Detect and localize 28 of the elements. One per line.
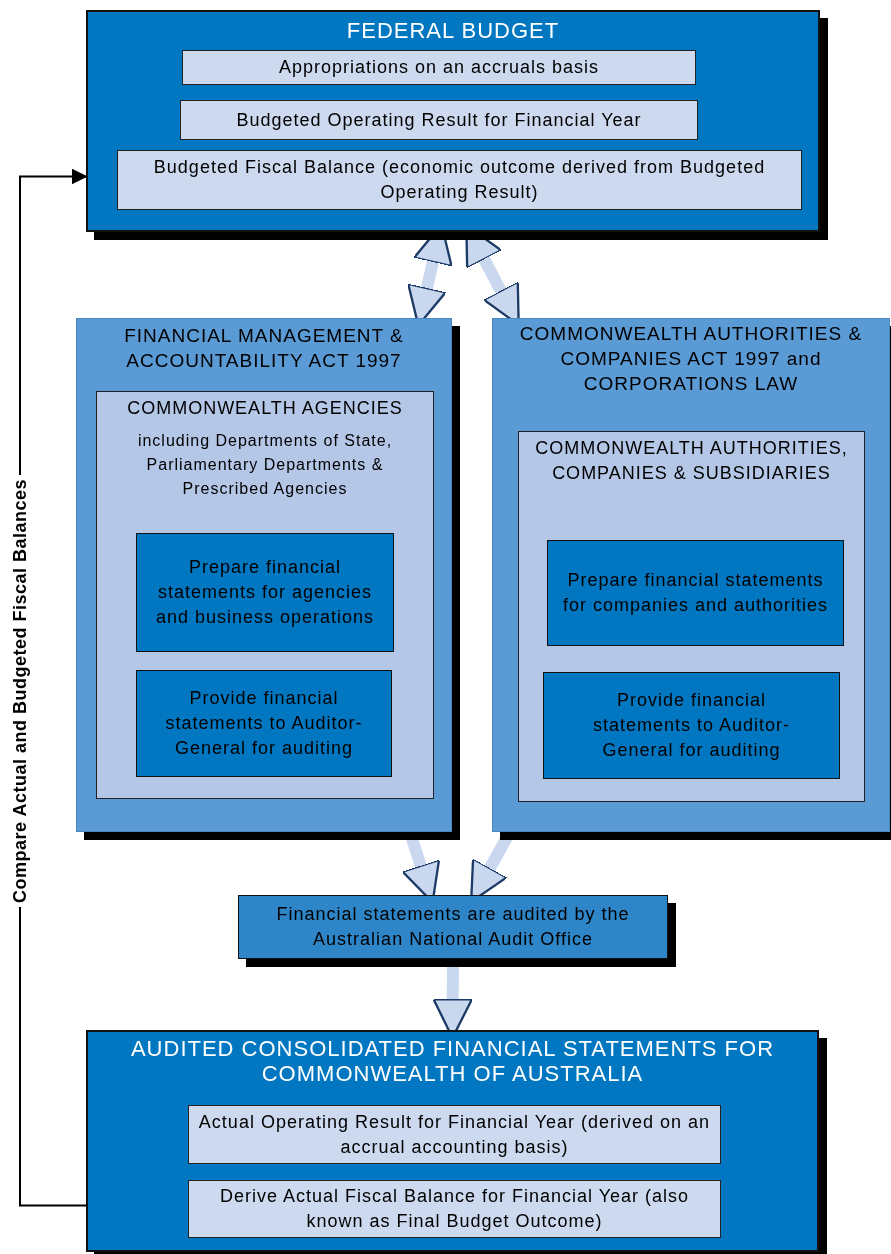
box-text: Prepare financial statements for companies and authorities (561, 569, 830, 617)
entity-panel (96, 391, 434, 799)
result-box (188, 1105, 721, 1164)
process-box (547, 540, 844, 646)
panel-heading: FEDERAL BUDGET (345, 18, 561, 43)
box-text: Budgeted Fiscal Balance (economic outcome derived from Budgeted Operating Result) (152, 156, 767, 204)
box-text: Provide financial statements to Auditor-General for auditing (591, 689, 792, 762)
box-text: Provide financial statements to Auditor-General for auditing (164, 687, 364, 760)
panel-heading: COMMONWEALTH AUTHORITIES, COMPANIES & SUBSIDIARIES (534, 437, 849, 485)
box-text: Derive Actual Fiscal Balance for Financial Year (also known as Final Budget Outcome) (218, 1185, 691, 1233)
process-box (136, 670, 392, 777)
box-text: Budgeted Operating Result for Financial Year (235, 108, 643, 132)
panel-heading: COMMONWEALTH AGENCIES (126, 397, 404, 420)
panel-heading: AUDITED CONSOLIDATED FINANCIAL STATEMENTS FOR COMMONWEALTH OF AUSTRALIA (129, 1036, 776, 1086)
result-box (117, 150, 802, 210)
box-text: Prepare financial statements for agencies and business operations (154, 556, 376, 629)
result-box (182, 50, 696, 85)
panel-heading: COMMONWEALTH AUTHORITIES & COMPANIES ACT 1997 and CORPORATIONS LAW (518, 322, 864, 396)
box-text: Actual Operating Result for Financial Year (derived on an accrual accounting basis) (197, 1110, 712, 1159)
process-box (136, 533, 394, 652)
box-text: Financial statements are audited by the Australian National Audit Office (275, 903, 631, 951)
box-text: Appropriations on an accruals basis (277, 56, 601, 79)
process-box (543, 672, 840, 779)
result-box (188, 1180, 721, 1238)
panel-note: including Departments of State, Parliamentary Departments & Prescribed Agencies (136, 431, 394, 499)
entity-panel (518, 431, 865, 802)
result-box (180, 100, 698, 140)
panel-heading: FINANCIAL MANAGEMENT & ACCOUNTABILITY ACT 1997 (123, 324, 405, 373)
